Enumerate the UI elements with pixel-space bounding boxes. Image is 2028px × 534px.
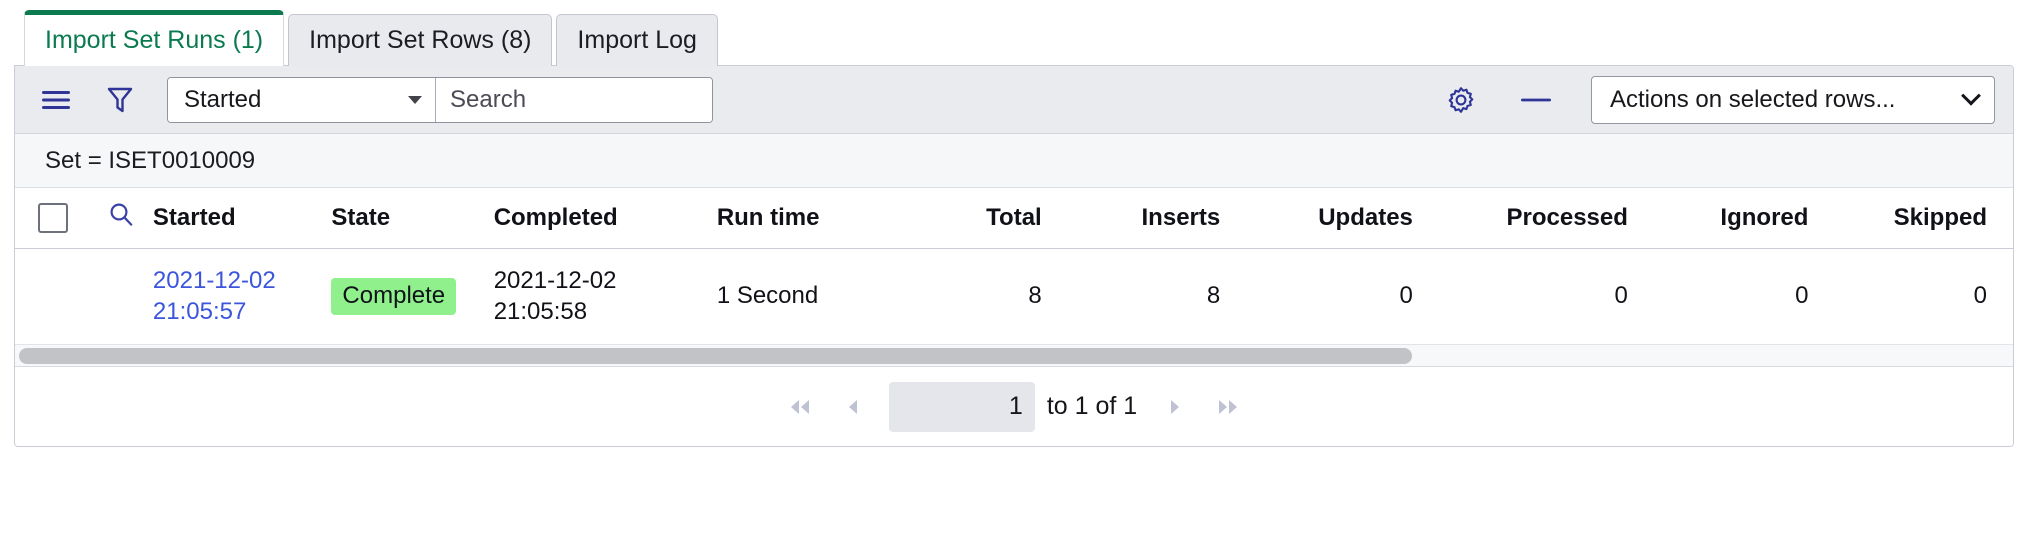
cell-updates: 0 [1399,282,1413,310]
row-search-cell [90,248,153,344]
pagination-bar: 1 to 1 of 1 [15,366,2013,446]
table-header-row: Started State Completed Run time Total I… [15,188,2013,248]
cell-processed: 0 [1614,282,1628,310]
list-toolbar: Started Actions on selected rows... [15,66,2013,134]
completed-value: 2021-12-02 21:05:58 [494,267,617,326]
gear-icon[interactable] [1445,84,1477,116]
column-header-processed[interactable]: Processed [1506,203,1628,231]
tab-label: Import Log [577,26,697,54]
tab-import-log[interactable]: Import Log [556,14,718,66]
chevron-down-icon [1961,85,1981,106]
page-number-input[interactable]: 1 [888,381,1035,432]
status-badge: Complete [331,277,457,315]
pagination-range: to 1 of 1 [1046,392,1138,420]
table-header: Started State Completed Run time Total I… [15,188,2013,248]
previous-page-button[interactable] [827,397,881,417]
tab-import-set-rows[interactable]: Import Set Rows (8) [288,14,553,66]
next-page-button[interactable] [1147,397,1201,417]
breadcrumb[interactable]: Set = ISET0010009 [15,134,2013,188]
cell-ignored: 0 [1795,282,1809,310]
import-set-runs-table: Started State Completed Run time Total I… [15,188,2013,344]
select-all-checkbox[interactable] [37,202,68,233]
hamburger-menu-icon[interactable] [41,89,71,111]
horizontal-scrollbar[interactable] [15,344,2013,366]
started-link[interactable]: 2021-12-02 21:05:57 [153,265,276,328]
actions-select-value: Actions on selected rows... [1610,85,1896,113]
tab-label: Import Set Runs (1) [45,26,264,54]
cell-inserts: 8 [1206,282,1221,310]
row-checkbox-cell [15,248,90,344]
search-field-value: Started [184,85,262,113]
started-time: 21:05:57 [152,298,247,326]
table-body: 2021-12-02 21:05:57 Complete 2021-12-02 … [15,248,2013,344]
tab-strip: Import Set Runs (1) Import Set Rows (8) … [14,10,2014,66]
cell-started: 2021-12-02 21:05:57 [153,248,332,344]
breadcrumb-condition: Set = ISET0010009 [45,146,256,174]
cell-run-time: 1 Second [716,282,819,310]
table-row[interactable]: 2021-12-02 21:05:57 Complete 2021-12-02 … [15,248,2013,344]
last-page-button[interactable] [1201,397,1255,417]
first-page-button[interactable] [773,397,827,417]
column-header-total[interactable]: Total [986,203,1042,231]
funnel-filter-icon[interactable] [107,86,133,114]
column-header-inserts[interactable]: Inserts [1141,203,1221,231]
search-input[interactable] [436,77,712,122]
scrollbar-thumb[interactable] [19,348,1412,364]
started-date: 2021-12-02 [152,266,276,294]
tab-import-set-runs[interactable]: Import Set Runs (1) [24,10,285,66]
minus-icon[interactable] [1521,97,1551,103]
cell-state: Complete [331,248,493,344]
row-search-header [90,188,153,248]
list-panel: Started Actions on selected rows... [14,65,2014,447]
actions-on-selected-rows-select[interactable]: Actions on selected rows... [1591,75,1995,124]
column-header-state[interactable]: State [331,203,391,231]
cell-total: 8 [1028,282,1042,310]
column-header-started[interactable]: Started [152,203,236,231]
chevron-down-icon [408,95,422,104]
completed-time: 21:05:58 [493,298,588,326]
page-number-value: 1 [1008,392,1023,420]
column-header-updates[interactable]: Updates [1318,203,1413,231]
column-header-skipped[interactable]: Skipped [1893,203,1987,231]
column-header-ignored[interactable]: Ignored [1720,203,1809,231]
cell-completed: 2021-12-02 21:05:58 [494,248,717,344]
select-all-header [15,188,90,248]
search-icon[interactable] [108,201,134,227]
search-group: Started [167,76,713,123]
cell-skipped: 0 [1973,282,1987,310]
tab-label: Import Set Rows (8) [309,26,532,54]
search-field-select[interactable]: Started [168,77,436,122]
column-header-completed[interactable]: Completed [493,203,618,231]
completed-date: 2021-12-02 [493,266,617,294]
column-header-run-time[interactable]: Run time [716,203,820,231]
